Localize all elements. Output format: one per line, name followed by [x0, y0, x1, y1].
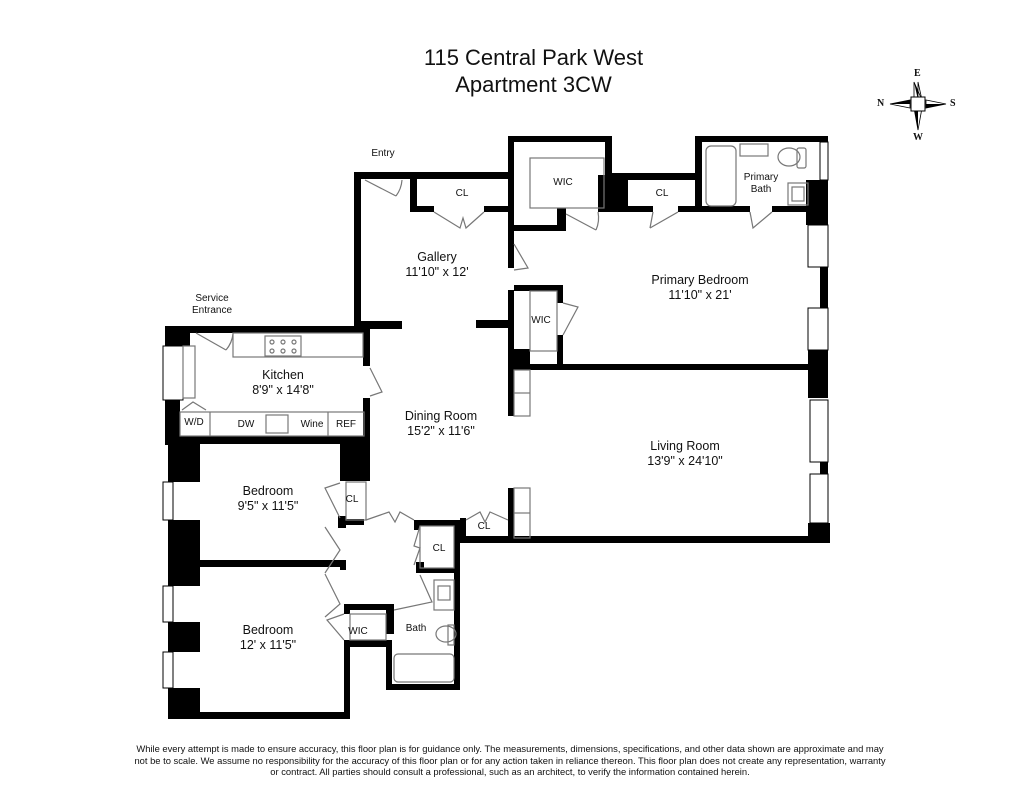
address-heading: 115 Central Park West — [423, 45, 644, 70]
room-dimensions: 11'10" x 12' — [405, 265, 469, 279]
room-name: Bedroom — [242, 484, 294, 498]
room-bedroom-2: Bedroom 12' x 11'5" — [240, 623, 296, 653]
disclaimer-text: While every attempt is made to ensure ac… — [134, 743, 886, 777]
wic-primary-label: WIC — [531, 315, 551, 326]
room-primary-bedroom: Primary Bedroom 11'10" x 21' — [651, 273, 748, 303]
room-dimensions: 8'9" x 14'8" — [252, 383, 314, 397]
room-gallery: Gallery 11'10" x 12' — [405, 250, 468, 280]
cl-bedroom-label: CL — [345, 494, 359, 505]
room-dimensions: 15'2" x 11'6" — [407, 424, 475, 438]
compass-west-label: W — [913, 132, 923, 143]
plan-title: 115 Central Park West Apartment 3CW — [0, 44, 1011, 98]
washer-dryer-label: W/D — [184, 417, 204, 428]
room-name: Kitchen — [262, 368, 304, 382]
wine-fridge-label: Wine — [300, 419, 324, 430]
dishwasher-label: DW — [237, 419, 255, 430]
room-name: Dining Room — [404, 409, 478, 423]
room-dining-room: Dining Room 15'2" x 11'6" — [405, 409, 477, 439]
entry-label: Entry — [371, 148, 395, 159]
primary-bath-line2: Bath — [750, 184, 772, 195]
compass-rose-icon — [889, 81, 947, 131]
wic-gallery-label: WIC — [553, 177, 573, 188]
room-name: Bedroom — [242, 623, 294, 637]
service-entrance-line2: Entrance — [191, 305, 233, 316]
compass-east-label: E — [914, 68, 921, 79]
service-entrance-label: Service Entrance — [192, 293, 232, 317]
compass-north-label: N — [877, 98, 885, 109]
service-entrance-line1: Service — [195, 293, 229, 304]
room-bedroom-1: Bedroom 9'5" x 11'5" — [238, 484, 299, 514]
room-dimensions: 11'10" x 21' — [668, 288, 732, 302]
room-living-room: Living Room 13'9" x 24'10" — [647, 439, 723, 469]
refrigerator-label: REF — [336, 419, 356, 430]
compass-south-label: S — [950, 98, 956, 109]
room-kitchen: Kitchen 8'9" x 14'8" — [252, 368, 314, 398]
wic-bedroom-label: WIC — [348, 626, 368, 637]
room-dimensions: 12' x 11'5" — [239, 638, 297, 652]
room-name: Primary Bedroom — [651, 273, 749, 287]
cl-hall-label: CL — [432, 543, 446, 554]
cl-gallery-label: CL — [455, 188, 469, 199]
room-name: Living Room — [650, 439, 720, 453]
unit-heading: Apartment 3CW — [455, 72, 612, 97]
bath-label: Bath — [405, 623, 427, 634]
room-dimensions: 9'5" x 11'5" — [237, 499, 299, 513]
cl-dining-label: CL — [477, 521, 491, 532]
room-dimensions: 13'9" x 24'10" — [647, 454, 723, 468]
cl-primary-label: CL — [655, 188, 669, 199]
primary-bath-line1: Primary — [743, 172, 779, 183]
compass-rose: E N S W — [868, 68, 968, 144]
room-name: Gallery — [417, 250, 457, 264]
primary-bath-label: Primary Bath — [744, 172, 778, 196]
